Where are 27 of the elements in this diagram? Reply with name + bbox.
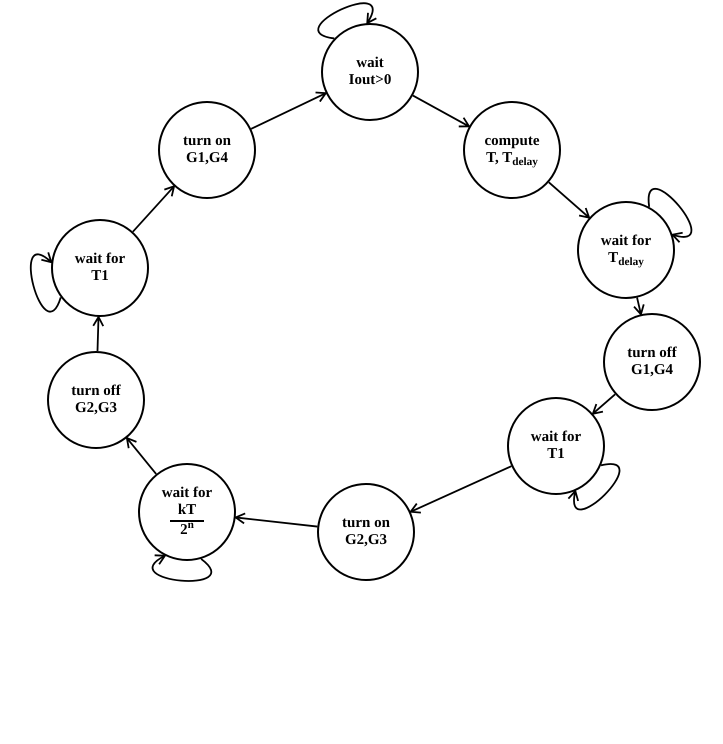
arrow bbox=[234, 512, 318, 528]
arrow bbox=[92, 316, 104, 352]
arrow bbox=[250, 92, 327, 130]
state-label: turn on G2,G3 bbox=[341, 514, 391, 550]
arrow bbox=[548, 182, 590, 219]
state-label: wait Iout>0 bbox=[348, 54, 392, 90]
state-label: wait for T1 bbox=[530, 428, 582, 464]
self-loop-arrow bbox=[318, 2, 377, 40]
state-label: turn off G1,G4 bbox=[626, 344, 678, 380]
self-loop-arrow bbox=[568, 463, 620, 510]
state-label: compute T, T$_{delay}$ bbox=[484, 132, 540, 168]
fraction-denominator: 2$^{n}$ bbox=[180, 522, 194, 539]
arrow bbox=[592, 394, 616, 415]
arrow bbox=[132, 185, 175, 232]
state-label: wait for T1 bbox=[74, 250, 126, 286]
self-loop-arrow bbox=[648, 188, 692, 242]
arrow bbox=[412, 94, 470, 128]
state-label: turn on G1,G4 bbox=[182, 132, 232, 168]
self-loop-arrow bbox=[152, 554, 212, 582]
state-label: wait for bbox=[162, 485, 212, 502]
self-loop-arrow bbox=[30, 252, 62, 312]
arrow bbox=[633, 298, 645, 316]
state-label: wait for T$_{delay}$ bbox=[600, 232, 652, 268]
arrow bbox=[126, 437, 157, 475]
state-label: turn off G2,G3 bbox=[70, 382, 122, 418]
arrow bbox=[410, 465, 512, 514]
fraction-numerator: kT bbox=[170, 502, 204, 522]
